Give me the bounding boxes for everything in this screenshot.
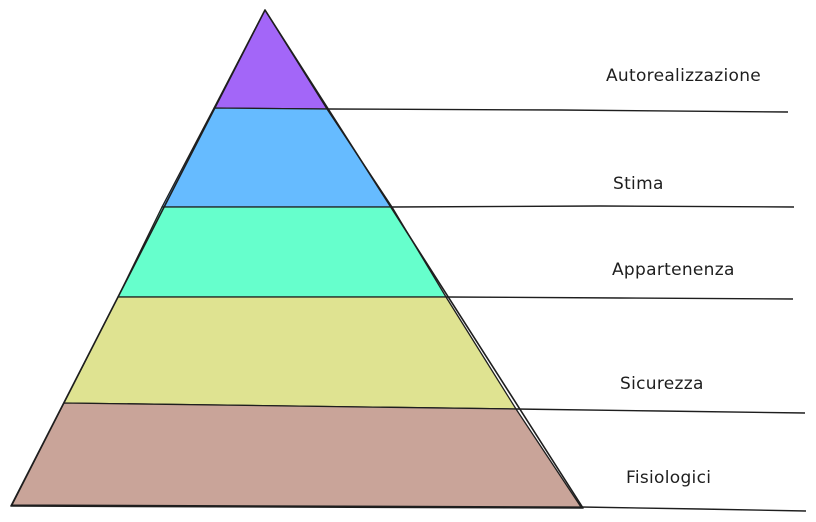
label-fisiologici: Fisiologici [626, 468, 711, 488]
guide-line-autorealizzazione [326, 108, 789, 113]
tier-sicurezza [63, 296, 517, 410]
label-autorealizzazione: Autorealizzazione [606, 66, 761, 86]
guide-line-stima [391, 205, 795, 208]
label-appartenenza: Appartenenza [612, 260, 735, 280]
guide-line-fisiologici [580, 506, 807, 512]
tier-autorealizzazione [213, 9, 328, 110]
guide-line-sicurezza [515, 408, 806, 414]
label-stima: Stima [613, 174, 664, 194]
pyramid-outline [10, 9, 584, 509]
tier-stima [161, 107, 393, 208]
tier-appartenenza [117, 206, 447, 298]
tier-fisiologici [11, 402, 582, 508]
guide-line-appartenenza [445, 296, 794, 300]
label-sicurezza: Sicurezza [620, 374, 704, 394]
